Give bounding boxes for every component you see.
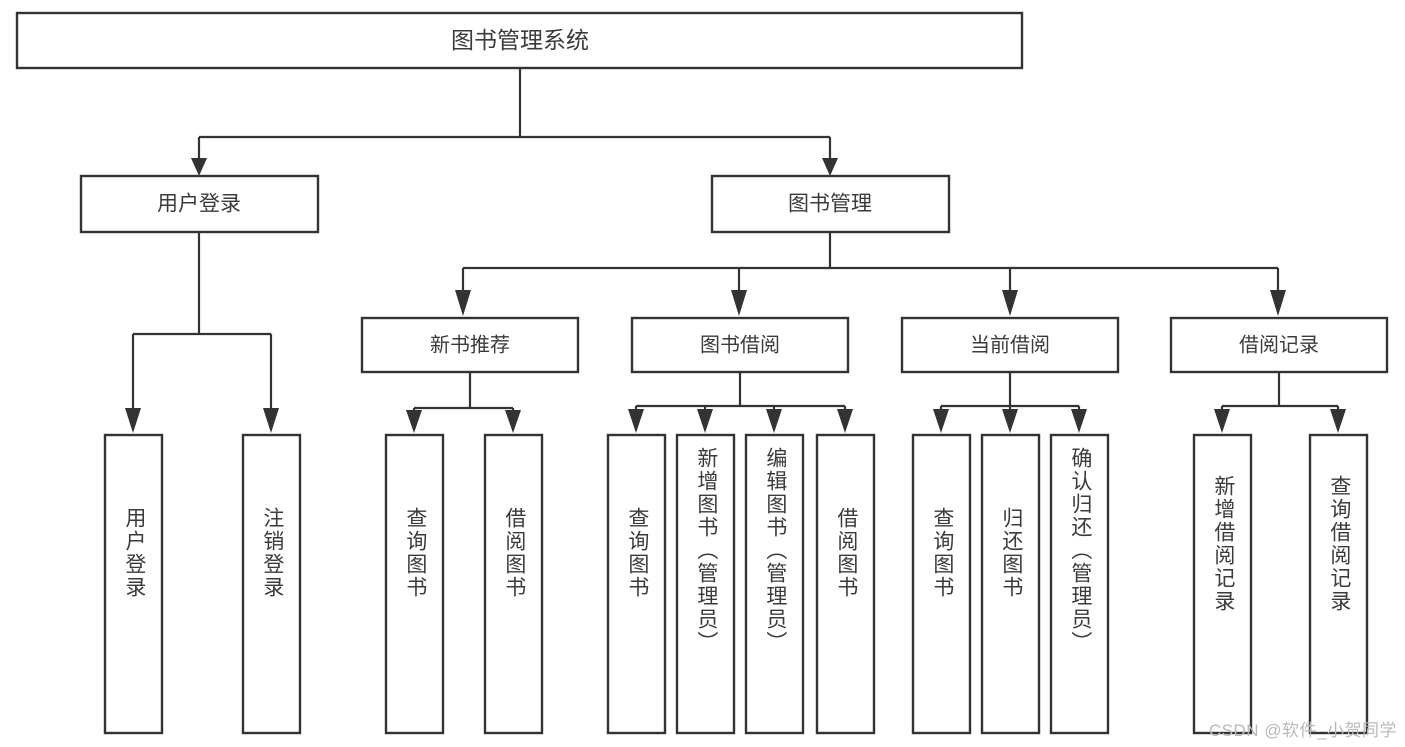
node-book-borrow-box[interactable] <box>630 316 850 374</box>
node-borrow-record-box[interactable] <box>1169 316 1389 374</box>
node-root-label: 图书管理系统 <box>451 27 589 53</box>
leaf-box-new-book-1[interactable] <box>384 433 445 735</box>
arrowhead-borrowrecord-leaf-2 <box>1330 409 1346 433</box>
node-book-management[interactable]: 图书管理 <box>710 174 951 234</box>
leaf-box-borrow-record-2[interactable] <box>1308 433 1369 735</box>
leaf-box-user-login-1[interactable] <box>103 433 164 735</box>
leaf-box-new-book-2[interactable] <box>483 433 544 735</box>
node-book-management-label: 图书管理 <box>788 193 872 216</box>
node-user-login-box[interactable] <box>79 174 320 234</box>
arrowhead-bookborrow-leaf-2 <box>697 409 713 433</box>
leaf-box-book-borrow-3[interactable] <box>744 433 805 735</box>
leaf-box-current-borrow-1[interactable] <box>911 433 972 735</box>
arrowhead-borrow-record <box>1270 290 1286 316</box>
csdn-watermark: CSDN @软件_小贺同学 <box>1208 721 1397 740</box>
node-new-book-recommend-box[interactable] <box>360 316 580 374</box>
node-layer: 图书管理系统 用户登录 图书管理 新书推荐 图书借阅 当前 <box>15 11 1389 735</box>
leaf-box-current-borrow-2[interactable] <box>980 433 1041 735</box>
leaf-box-current-borrow-3[interactable] <box>1049 433 1110 735</box>
node-root-box[interactable] <box>15 11 1024 70</box>
node-book-borrow-label: 图书借阅 <box>700 333 780 356</box>
leaf-box-book-borrow-1[interactable] <box>606 433 667 735</box>
arrowhead-newbook-leaf-1 <box>406 410 422 433</box>
arrowhead-new-book <box>455 290 471 316</box>
arrowhead-user-login <box>191 158 207 176</box>
leaf-box-book-borrow-4[interactable] <box>815 433 876 735</box>
arrowhead-bookborrow-leaf-1 <box>628 409 644 433</box>
arrowhead-currentborrow-leaf-3 <box>1071 409 1087 433</box>
arrowhead-book-mgmt <box>822 158 838 176</box>
arrowhead-newbook-leaf-2 <box>505 410 521 433</box>
connector-layer <box>125 68 1346 433</box>
arrowhead-current-borrow <box>1002 290 1018 316</box>
arrowhead-userlogin-leaf-1 <box>125 408 141 433</box>
node-current-borrow-label: 当前借阅 <box>970 333 1050 356</box>
leaf-box-borrow-record-1[interactable] <box>1192 433 1253 735</box>
node-user-login-label: 用户登录 <box>157 193 241 216</box>
arrowhead-book-borrow <box>731 290 747 316</box>
node-current-borrow[interactable]: 当前借阅 <box>900 316 1120 374</box>
leaf-box-user-login-2[interactable] <box>241 433 302 735</box>
node-book-borrow[interactable]: 图书借阅 <box>630 316 850 374</box>
arrowhead-bookborrow-leaf-4 <box>837 409 853 433</box>
node-book-management-box[interactable] <box>710 174 951 234</box>
node-root[interactable]: 图书管理系统 <box>15 11 1024 70</box>
arrowhead-bookborrow-leaf-3 <box>766 409 782 433</box>
node-borrow-record-label: 借阅记录 <box>1239 333 1319 356</box>
leaf-box-book-borrow-2[interactable] <box>675 433 736 735</box>
node-borrow-record[interactable]: 借阅记录 <box>1169 316 1389 374</box>
arrowhead-currentborrow-leaf-1 <box>933 409 949 433</box>
node-user-login[interactable]: 用户登录 <box>79 174 320 234</box>
arrowhead-borrowrecord-leaf-1 <box>1214 409 1230 433</box>
node-current-borrow-box[interactable] <box>900 316 1120 374</box>
node-new-book-recommend[interactable]: 新书推荐 <box>360 316 580 374</box>
arrowhead-userlogin-leaf-2 <box>263 408 279 433</box>
arrowhead-currentborrow-leaf-2 <box>1002 409 1018 433</box>
node-new-book-recommend-label: 新书推荐 <box>430 333 510 356</box>
